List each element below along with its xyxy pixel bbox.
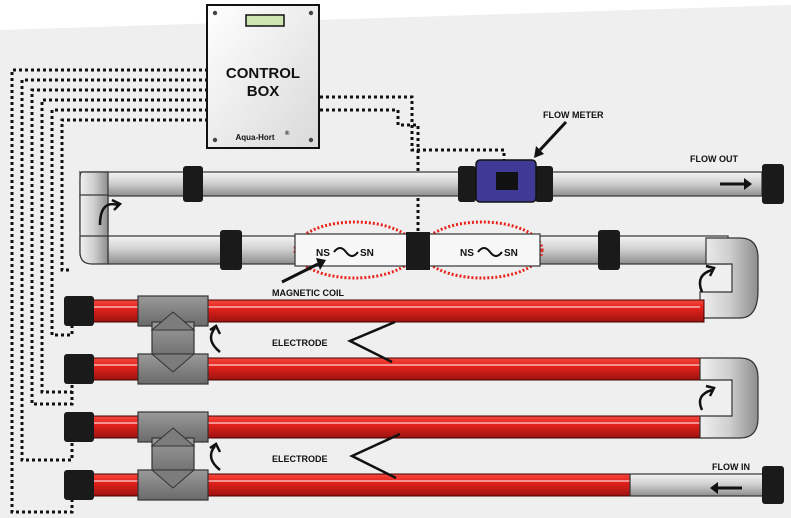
curved-arrow-icon	[209, 445, 221, 471]
pipe-inlet-nut	[762, 466, 784, 504]
curved-arrow-icon	[98, 202, 119, 226]
direction-arrows	[281, 120, 752, 494]
brand-label: Aqua-Hort	[235, 133, 274, 142]
brand-mark: ®	[285, 130, 290, 137]
wire-5	[50, 108, 208, 337]
screw-icon	[212, 137, 218, 143]
end-cap	[64, 412, 94, 442]
arrow-icon	[744, 178, 752, 190]
coil-left-ns: NS	[316, 248, 330, 259]
pipe-outlet-nut	[762, 164, 784, 204]
tee-connectors	[137, 295, 209, 501]
magnetic-field-right	[420, 220, 544, 280]
control-wires	[10, 68, 506, 514]
electrode-pipes	[64, 296, 705, 500]
coil-right-ns: NS	[460, 248, 474, 259]
wire-flow-meter	[320, 95, 506, 163]
arrow-icon	[534, 146, 544, 158]
control-box-body	[206, 4, 320, 149]
flow-out-label: FLOW OUT	[690, 154, 738, 164]
pipe-union-nut	[535, 166, 553, 202]
control-box-title-1: CONTROL	[226, 65, 300, 82]
electrode-label-lower: ELECTRODE	[272, 454, 328, 464]
control-box-title-2: BOX	[247, 83, 280, 100]
pipe-union-nut	[220, 230, 242, 270]
electrode-label-upper: ELECTRODE	[272, 338, 328, 348]
screw-icon	[308, 10, 314, 16]
elbow-top-left	[79, 171, 109, 197]
flow-meter-label: FLOW METER	[543, 110, 604, 120]
end-cap	[64, 354, 94, 384]
u-bend-right-lower	[699, 357, 759, 439]
magnetic-coil-label: MAGNETIC COIL	[272, 288, 344, 298]
wave-icon	[477, 247, 503, 257]
lcd-display-icon	[245, 14, 285, 27]
arrow-icon	[316, 258, 326, 270]
end-cap	[64, 296, 94, 326]
curved-arrow-icon	[698, 388, 713, 411]
wire-4	[40, 98, 208, 394]
inlet-pipe	[629, 473, 765, 497]
magnetic-coil-right	[427, 233, 541, 267]
wire-6	[60, 118, 208, 272]
pipe-union-nut	[598, 230, 620, 270]
pipe-union-nut	[458, 166, 476, 202]
electrode-pointers	[347, 320, 401, 480]
screw-icon	[212, 10, 218, 16]
wire-2	[20, 78, 208, 462]
magnetic-coil-left	[294, 233, 408, 267]
wire-coil	[320, 108, 420, 232]
coil-right-sn: SN	[504, 248, 518, 259]
coil-left-sn: SN	[360, 248, 374, 259]
curved-arrow-icon	[698, 268, 713, 293]
flow-meter-display-icon	[496, 172, 518, 190]
screw-icon	[308, 137, 314, 143]
pipe-union-nut	[183, 166, 203, 202]
coil-coupling	[406, 232, 430, 270]
wave-icon	[333, 247, 359, 257]
control-box: CONTROL BOX Aqua-Hort ®	[206, 4, 320, 149]
end-cap	[64, 470, 94, 500]
curved-arrow-icon	[209, 327, 221, 353]
wire-3	[30, 88, 208, 406]
flow-arrows	[98, 198, 716, 471]
wire-1	[10, 68, 208, 514]
flow-in-label: FLOW IN	[712, 462, 750, 472]
arrow-icon	[710, 482, 718, 494]
